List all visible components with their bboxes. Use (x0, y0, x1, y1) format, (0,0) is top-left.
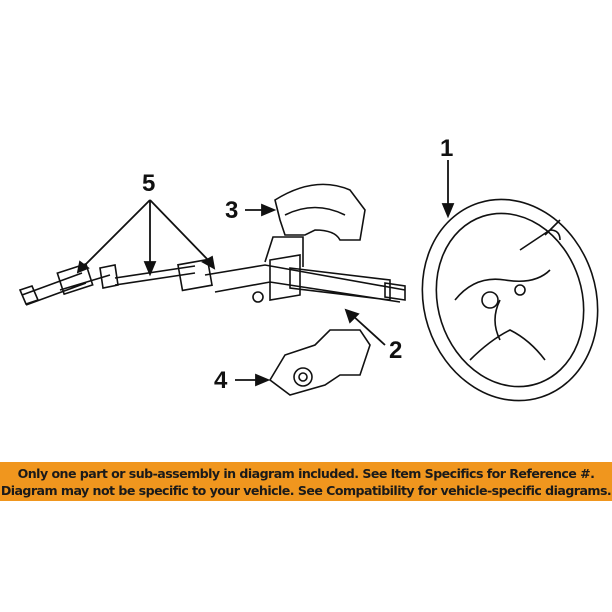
callout-1: 1 (440, 135, 454, 162)
steering-column-diagram (18, 160, 599, 402)
callout-2: 2 (389, 337, 403, 364)
callout-5: 5 (142, 170, 156, 197)
intermediate-shaft (18, 258, 213, 306)
callout-leaders (76, 160, 455, 387)
disclaimer-banner: Only one part or sub-assembly in diagram… (0, 462, 612, 501)
lower-shroud (268, 329, 371, 396)
callout-4: 4 (214, 367, 228, 394)
steering-column (204, 236, 406, 303)
disclaimer-line-2: Diagram may not be specific to your vehi… (0, 482, 612, 498)
steering-wheel (421, 198, 599, 402)
disclaimer-line-1: Only one part or sub-assembly in diagram… (17, 465, 595, 481)
callout-3: 3 (225, 197, 239, 224)
upper-shroud (274, 183, 366, 241)
